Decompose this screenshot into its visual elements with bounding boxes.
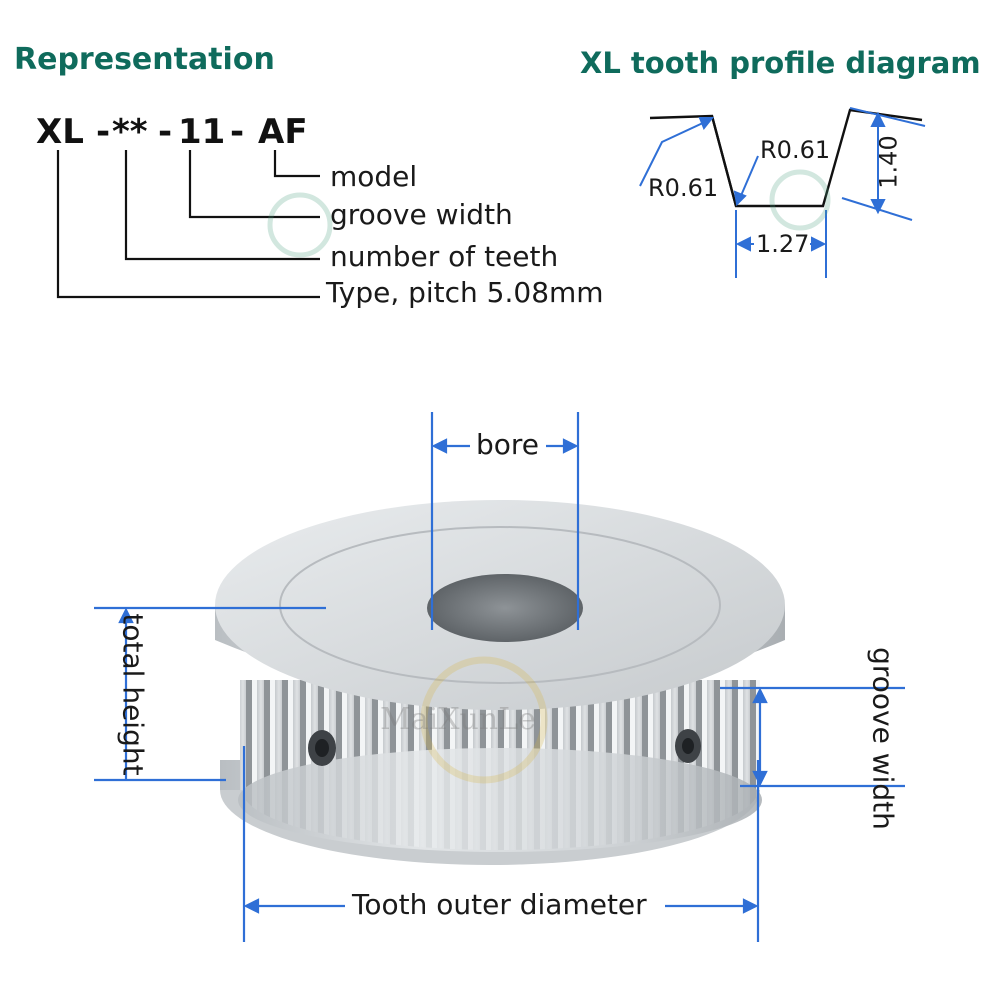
radius-top-label: R0.61 [760,136,831,164]
code-model: AF [258,112,308,152]
total-height-label: total height [116,613,150,776]
tooth-outer-diameter-label: Tooth outer diameter [352,888,647,921]
code-connector-lines [56,150,320,299]
tooth-profile-heading: XL tooth profile diagram [580,46,981,80]
radius-left-label: R0.61 [648,174,719,202]
type-pitch-label: Type, pitch 5.08mm [326,276,604,309]
watermark-logo [267,169,831,784]
code-separator: - [158,112,173,152]
width-label: 1.27 [756,230,810,258]
pulley-dimension-lines [94,412,905,942]
groove-width-dimension-label: groove width [866,647,900,830]
number-of-teeth-label: number of teeth [330,240,559,273]
groove-width-label: groove width [330,198,513,231]
bore-label: bore [476,428,540,461]
code-groove-width: 11 [178,112,226,152]
code-type: XL [36,112,84,152]
representation-heading: Representation [14,42,275,77]
model-label: model [330,160,418,193]
code-separator: - [230,112,245,152]
code-teeth: ** [112,112,148,152]
tooth-profile-dimensions [639,107,926,278]
pulley-body [215,500,785,865]
code-separator: - [96,112,111,152]
watermark-text: MaiXunLe [380,702,536,737]
